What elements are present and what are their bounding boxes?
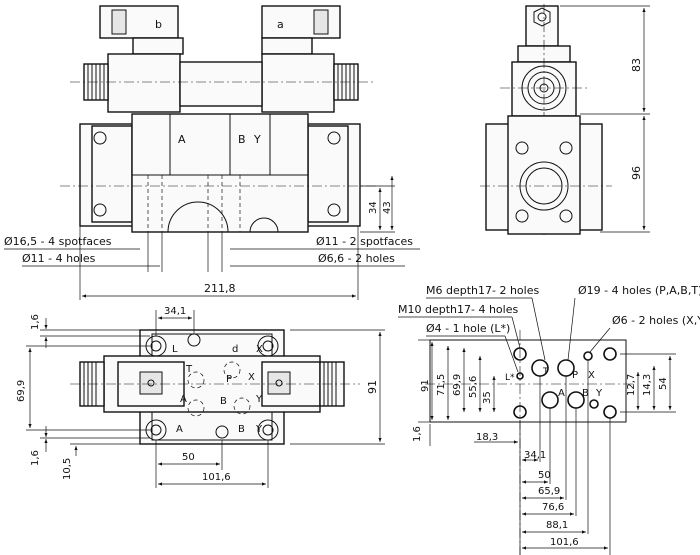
mounting-pattern: L* T P X A B Y M6 depth17- 2 holes M10 d… [398,284,700,555]
svg-text:T: T [185,364,193,375]
svg-text:43: 43 [382,201,393,214]
svg-text:34,1: 34,1 [524,450,546,461]
svg-text:69,9: 69,9 [16,380,27,402]
svg-text:1,6: 1,6 [30,450,41,466]
solenoid-b [107,53,181,113]
coil-a-label: a [277,18,284,31]
svg-text:X: X [256,344,263,355]
top-view: T P X A B Y A B Y L d X 34,1 1,6 69,9 1,… [16,306,385,488]
dim-spotfaces-left: Ø16,5 - 4 spotfaces [4,235,112,248]
svg-text:96: 96 [630,166,643,180]
svg-text:14,3: 14,3 [642,374,653,396]
svg-text:B: B [220,396,227,407]
solenoid-a [261,53,335,113]
svg-text:Y: Y [255,394,263,405]
svg-text:83: 83 [630,58,643,72]
front-view: b a A B Y [4,5,420,300]
svg-text:101,6: 101,6 [202,472,231,483]
svg-text:18,3: 18,3 [476,432,498,443]
svg-text:101,6: 101,6 [550,537,579,548]
svg-text:P: P [572,370,578,381]
svg-text:B: B [238,133,246,146]
svg-text:65,9: 65,9 [538,486,560,497]
callout-d4: Ø4 - 1 hole (L*) [426,322,510,335]
svg-text:50: 50 [182,452,195,463]
svg-text:10,5: 10,5 [62,458,73,480]
dim-holes-right: Ø6,6 - 2 holes [318,252,395,265]
dim-overall-length: 211,8 [204,282,236,295]
callout-m10: M10 depth17- 4 holes [398,303,518,316]
svg-text:34: 34 [368,201,379,214]
svg-text:91: 91 [420,379,431,392]
coil-b-label: b [155,18,162,31]
svg-text:X: X [588,370,595,381]
callout-d19: Ø19 - 4 holes (P,A,B,T) [578,284,700,297]
svg-text:A: A [180,394,187,405]
svg-text:1,6: 1,6 [30,314,41,330]
svg-text:71,5: 71,5 [436,374,447,396]
dim-holes-left: Ø11 - 4 holes [22,252,96,265]
svg-text:A: A [178,133,186,146]
svg-text:54: 54 [658,377,669,390]
svg-text:L*: L* [505,373,515,383]
svg-text:Y: Y [253,133,261,146]
svg-text:12,7: 12,7 [626,374,637,396]
dim-spotfaces-right: Ø11 - 2 spotfaces [316,235,413,248]
callout-d6: Ø6 - 2 holes (X,Y) [612,314,700,327]
svg-text:69,9: 69,9 [452,374,463,396]
svg-text:50: 50 [538,470,551,481]
svg-text:X: X [248,372,255,383]
svg-text:34,1: 34,1 [164,306,186,317]
svg-text:A: A [176,424,183,435]
svg-text:P: P [226,374,232,385]
svg-text:A: A [558,388,565,399]
svg-text:76,6: 76,6 [542,502,564,513]
svg-text:35: 35 [482,391,493,404]
svg-text:L: L [172,344,178,355]
svg-text:B: B [582,388,589,399]
pattern-outline [429,339,627,423]
svg-text:Y: Y [595,388,603,399]
side-view: 83 96 [480,4,650,236]
callout-m6: M6 depth17- 2 holes [426,284,539,297]
svg-text:91: 91 [366,380,379,394]
svg-text:Y: Y [255,424,263,435]
svg-text:d: d [232,344,238,355]
svg-text:T: T [542,367,549,377]
svg-text:1,6: 1,6 [412,426,423,442]
svg-text:B: B [238,424,245,435]
svg-text:55,6: 55,6 [468,376,479,398]
svg-text:88,1: 88,1 [546,520,568,531]
